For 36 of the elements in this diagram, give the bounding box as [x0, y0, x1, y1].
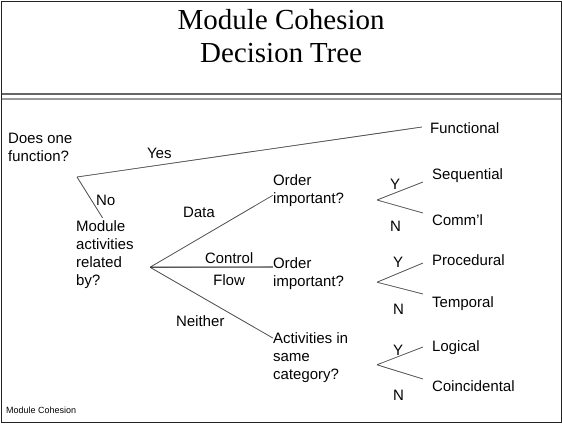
- edge-label: Y: [393, 342, 404, 360]
- branch-line: [150, 194, 274, 268]
- footer-text: Module Cohesion: [6, 405, 76, 416]
- branch-line: [376, 364, 424, 380]
- outcome-text: Coincidental: [423, 378, 523, 398]
- decision-text: Does one function?: [8, 130, 77, 177]
- outcome-text: Procedural: [423, 252, 523, 272]
- outcome-text: Temporal: [423, 294, 523, 314]
- branch-line: [376, 282, 424, 294]
- branch-line: [76, 126, 422, 178]
- edge-label: Control Flow: [204, 249, 254, 291]
- decision-text: Order important?: [273, 255, 377, 295]
- branch-line: [150, 266, 273, 268]
- decision-text: Module activities related by?: [76, 218, 150, 306]
- edge-label: Yes: [147, 145, 172, 163]
- branch-line: [376, 182, 424, 200]
- decision-text: Activities in same category?: [273, 330, 377, 388]
- edge-label: Y: [393, 254, 404, 272]
- edge-label: N: [393, 301, 404, 319]
- edge-label: Neither: [176, 313, 224, 331]
- edge-label: Data: [183, 204, 215, 222]
- edge-label: N: [393, 387, 404, 405]
- outcome-text: Comm’l: [423, 212, 523, 232]
- edge-label: Y: [390, 176, 400, 194]
- branch-line: [376, 262, 424, 283]
- branch-line: [76, 176, 104, 218]
- branch-line: [376, 200, 424, 214]
- outcome-text: Logical: [423, 338, 523, 358]
- edge-label: No: [96, 192, 116, 210]
- outcome-text: Sequential: [423, 166, 523, 186]
- branch-line: [376, 346, 424, 366]
- decision-text: Order important?: [273, 172, 377, 212]
- branch-line: [150, 266, 274, 339]
- edge-label: N: [390, 218, 401, 236]
- slide-title: Module Cohesion Decision Tree: [176, 4, 386, 70]
- outcome-text: Functional: [422, 120, 522, 140]
